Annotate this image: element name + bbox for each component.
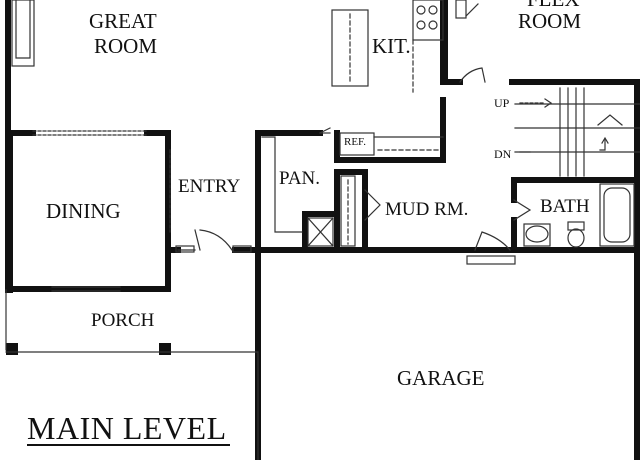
- refrigerator: [339, 132, 375, 156]
- pantry-shelves: [261, 136, 303, 233]
- porch-post-left: [6, 343, 18, 355]
- stairs: [514, 87, 640, 177]
- closet: [307, 217, 334, 247]
- great-room-label-2: ROOM: [94, 34, 158, 58]
- entry-label: ENTRY: [178, 176, 241, 197]
- garage-door-sill: [466, 255, 516, 265]
- level-title: MAIN LEVEL: [27, 410, 227, 446]
- great-room-label: GREAT: [89, 9, 157, 33]
- flex-door: [459, 67, 486, 83]
- bathtub: [599, 183, 635, 247]
- stairs-up-label: UP: [494, 96, 510, 110]
- refrigerator-label: REF.: [344, 136, 367, 148]
- flex-room-label-2: ROOM: [518, 9, 582, 33]
- sink: [525, 225, 549, 243]
- pantry-label: PAN.: [279, 168, 321, 189]
- dining-label: DINING: [46, 199, 121, 223]
- flex-room-label: FLEX: [527, 0, 580, 10]
- cooktop: [412, 0, 444, 41]
- stairs-down-label: DN: [494, 147, 512, 161]
- kitchen-label: KIT.: [372, 34, 411, 58]
- toilet: [567, 228, 585, 248]
- kitchen-island: [331, 9, 369, 87]
- bath-label: BATH: [540, 196, 590, 217]
- porch-post-right: [159, 343, 171, 355]
- title-underline: [27, 444, 230, 446]
- exterior-walls: [5, 0, 640, 460]
- fireplace: [11, 0, 35, 67]
- garage-label: GARAGE: [397, 366, 485, 390]
- porch-label: PORCH: [91, 310, 155, 331]
- mud-room-label: MUD RM.: [385, 199, 469, 220]
